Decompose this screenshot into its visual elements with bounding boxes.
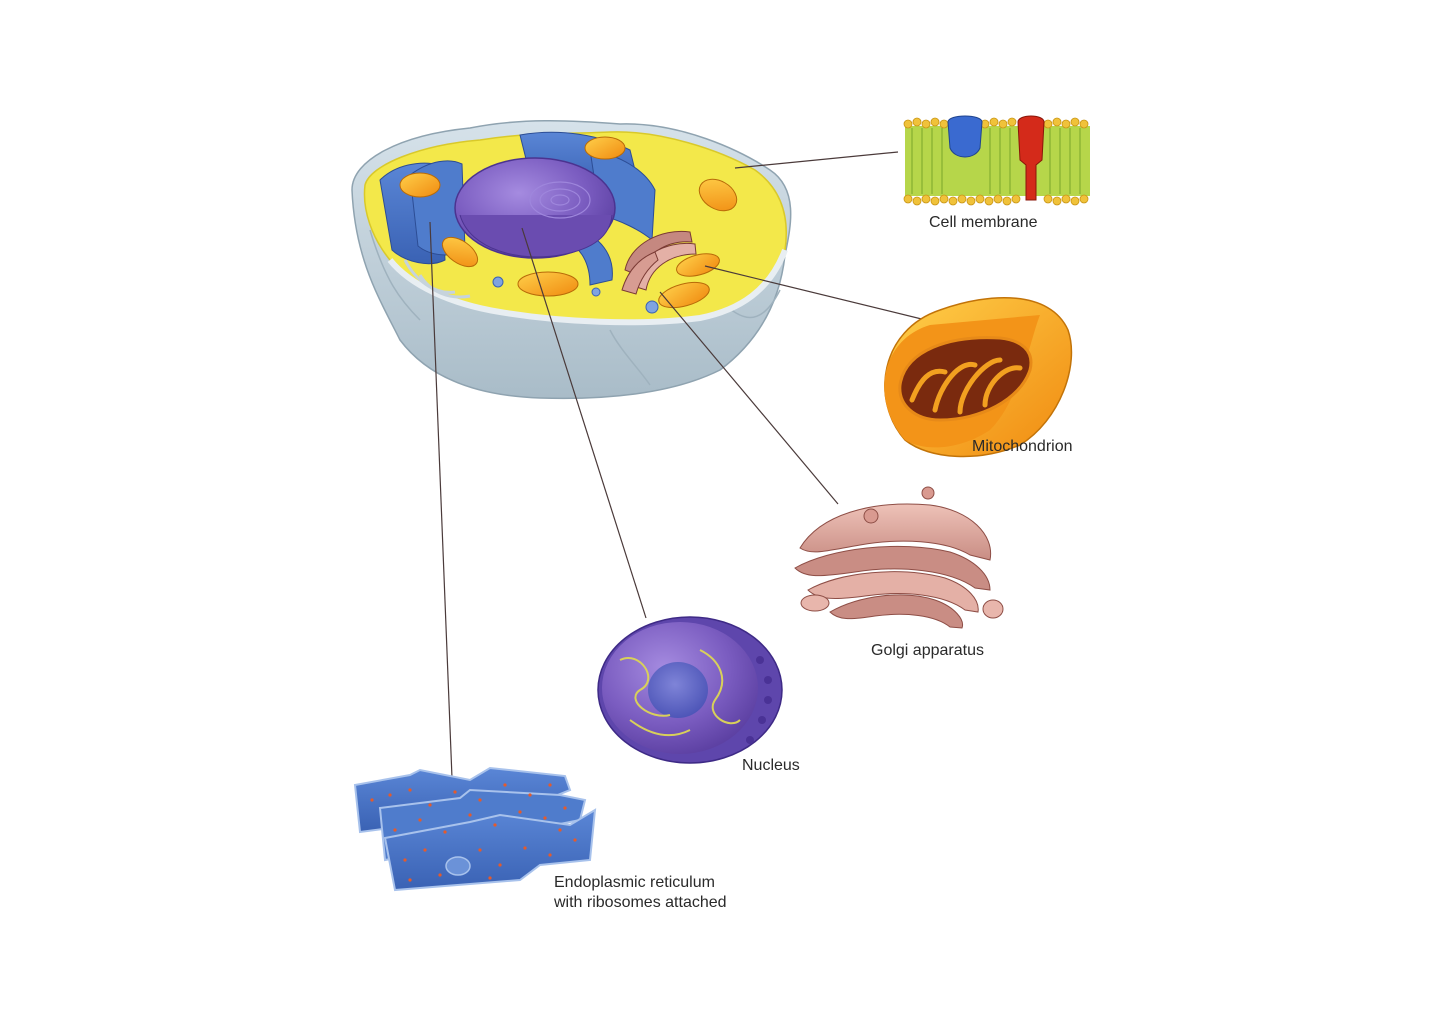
leader-line-mitochondrion [704, 265, 943, 325]
leader-lines [429, 151, 943, 779]
animal-cell [351, 119, 792, 400]
cell-nucleus [454, 157, 616, 259]
cell-membrane-illustration [903, 115, 1090, 206]
er-illustration [353, 766, 597, 892]
label-nucleus: Nucleus [742, 757, 800, 774]
leader-line-er [429, 221, 453, 779]
golgi-illustration [794, 486, 1004, 629]
membrane-protein-blue [947, 115, 983, 158]
label-golgi-apparatus: Golgi apparatus [871, 642, 984, 659]
membrane-protein-red [1017, 115, 1045, 201]
label-er-line2: with ribosomes attached [554, 894, 727, 911]
cell-golgi [621, 230, 697, 295]
leader-line-nucleus [521, 227, 647, 619]
label-mitochondrion: Mitochondrion [972, 438, 1073, 455]
leader-line-membrane [734, 151, 899, 169]
leader-line-golgi [659, 291, 839, 505]
label-er-line1: Endoplasmic reticulum [554, 874, 715, 891]
nucleolus [648, 662, 708, 718]
label-cell-membrane: Cell membrane [929, 214, 1038, 231]
mitochondrion-illustration [884, 297, 1073, 458]
nucleus-illustration [597, 616, 783, 764]
cell-mitochondria [399, 136, 738, 309]
